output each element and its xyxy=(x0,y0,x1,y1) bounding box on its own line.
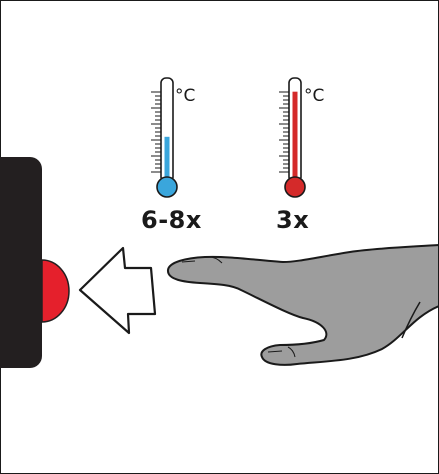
thermometer-icon xyxy=(151,78,177,197)
device xyxy=(0,157,69,368)
thermometer-multiplier-label: 6-8x xyxy=(141,208,202,232)
thermometer-bulb xyxy=(285,177,305,197)
thermometer-unit-label: °C xyxy=(175,88,195,105)
left-arrow-icon xyxy=(80,248,155,333)
pointing-hand-icon xyxy=(168,245,439,365)
thermometer-multiplier-label: 3x xyxy=(276,208,309,232)
thermometer-fluid xyxy=(293,92,298,186)
thermometer-icon xyxy=(279,78,305,197)
hand-shape xyxy=(168,245,439,365)
thermometer-bulb xyxy=(157,177,177,197)
thermometer-unit-label: °C xyxy=(304,88,324,105)
round-button-icon xyxy=(42,260,69,322)
device-body xyxy=(0,157,42,368)
